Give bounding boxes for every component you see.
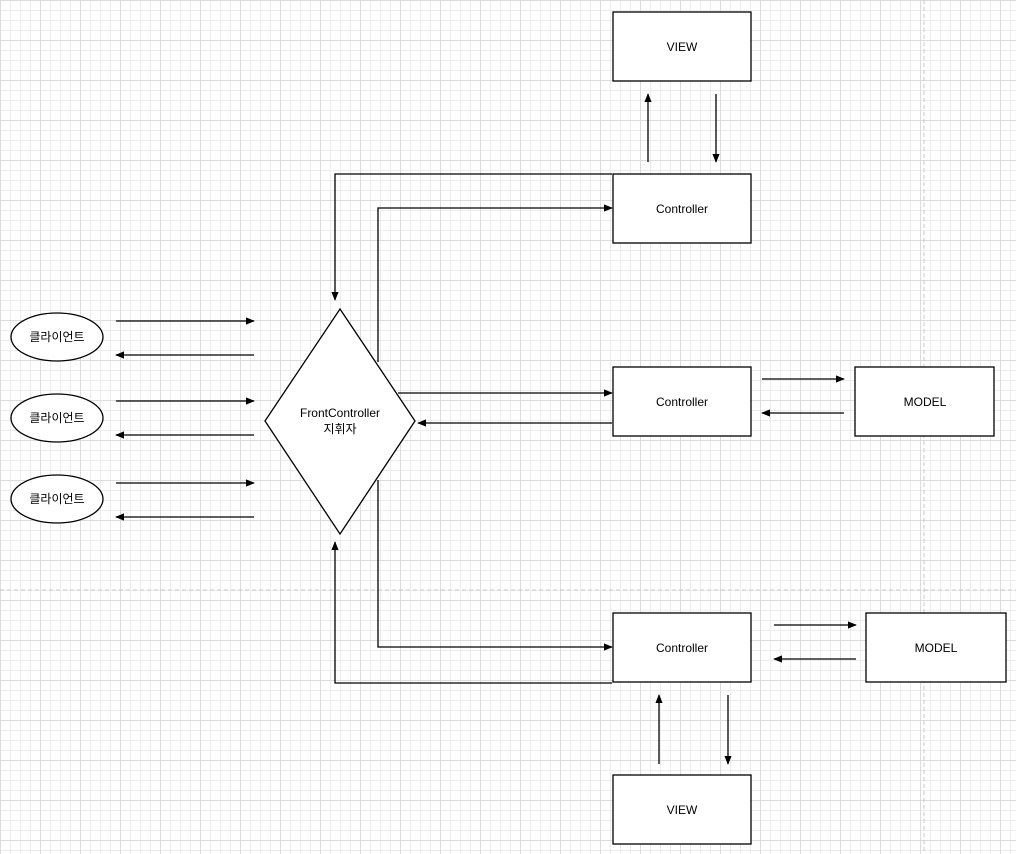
front-controller-diamond	[264, 307, 416, 536]
controller-box	[612, 173, 752, 244]
model-label: MODEL	[904, 395, 947, 409]
edge-controller-top-to-front	[331, 173, 612, 301]
controller-box	[612, 366, 752, 437]
model-node-bottom[interactable]: MODEL	[865, 612, 1007, 683]
front-controller-title: FrontController	[300, 406, 380, 420]
model-node-middle[interactable]: MODEL	[854, 366, 995, 437]
client-label: 클라이언트	[29, 492, 84, 506]
client-ellipse	[10, 393, 104, 443]
controller-box	[612, 612, 752, 683]
client-node-3[interactable]: 클라이언트	[10, 474, 104, 524]
edge-controller-bottom-to-front	[331, 541, 612, 684]
view-label: VIEW	[667, 803, 698, 817]
front-controller-subtitle: 지휘자	[323, 422, 356, 436]
controller-label: Controller	[656, 202, 708, 216]
client-node-1[interactable]: 클라이언트	[10, 312, 104, 362]
controller-node-bottom[interactable]: Controller	[612, 612, 752, 683]
view-node-top[interactable]: VIEW	[612, 11, 752, 82]
view-box	[612, 11, 752, 82]
view-box	[612, 774, 752, 845]
edge-front-to-controller-top	[377, 204, 613, 362]
client-node-2[interactable]: 클라이언트	[10, 393, 104, 443]
controller-label: Controller	[656, 395, 708, 409]
model-label: MODEL	[915, 641, 958, 655]
controller-node-middle[interactable]: Controller	[612, 366, 752, 437]
controller-node-top[interactable]: Controller	[612, 173, 752, 244]
edge-front-to-controller-bottom	[377, 480, 613, 651]
view-node-bottom[interactable]: VIEW	[612, 774, 752, 845]
model-box	[865, 612, 1007, 683]
client-ellipse	[10, 312, 104, 362]
model-box	[854, 366, 995, 437]
view-label: VIEW	[667, 40, 698, 54]
client-label: 클라이언트	[29, 330, 84, 344]
front-controller-node[interactable]: FrontController 지휘자	[264, 307, 416, 536]
controller-label: Controller	[656, 641, 708, 655]
client-label: 클라이언트	[29, 411, 84, 425]
client-ellipse	[10, 474, 104, 524]
